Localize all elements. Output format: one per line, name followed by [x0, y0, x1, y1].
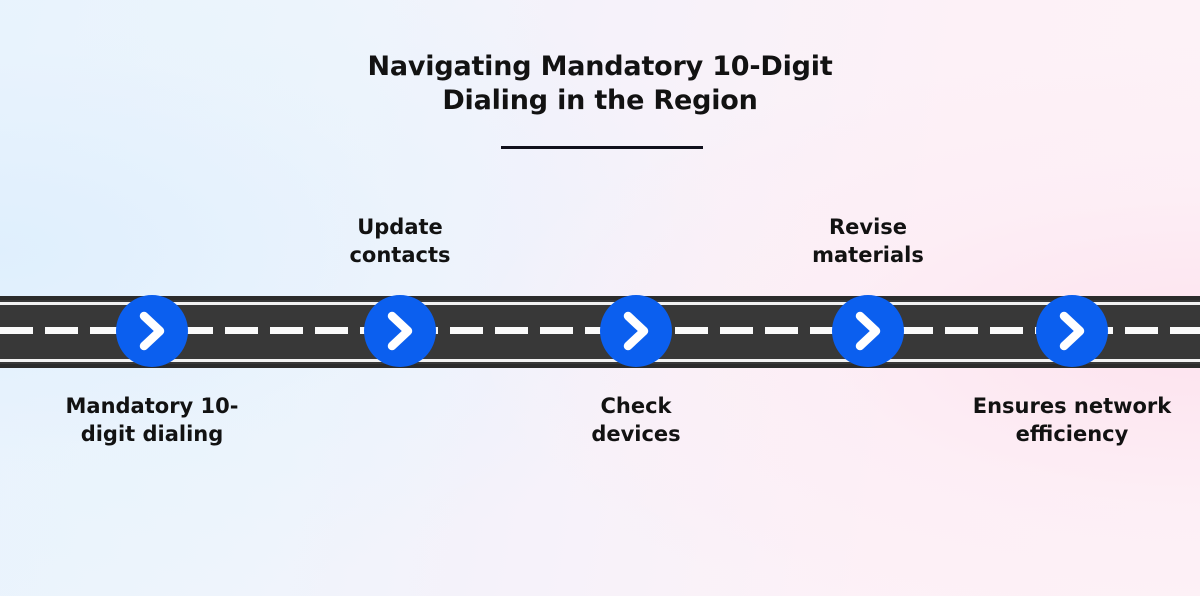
- road-shoulder-top: [0, 296, 1200, 300]
- chevron-right-icon: [364, 295, 436, 367]
- milestone-marker-1[interactable]: [116, 295, 188, 367]
- title-line-1: Navigating Mandatory 10-Digit: [367, 51, 833, 82]
- step-label-1: Mandatory 10-digit dialing: [65, 394, 239, 446]
- milestone-marker-5[interactable]: [1036, 295, 1108, 367]
- chevron-right-icon: [832, 295, 904, 367]
- road-shoulder-bottom: [0, 364, 1200, 368]
- road-edge-line-top: [0, 302, 1200, 305]
- chevron-right-icon: [1036, 295, 1108, 367]
- road-edge-line-bottom: [0, 359, 1200, 362]
- title-line-2: Dialing in the Region: [442, 85, 758, 116]
- milestone-marker-4[interactable]: [832, 295, 904, 367]
- milestone-marker-3[interactable]: [600, 295, 672, 367]
- chevron-right-icon: [116, 295, 188, 367]
- chevron-right-icon: [600, 295, 672, 367]
- title-underline-divider: [501, 146, 703, 149]
- milestone-marker-2[interactable]: [364, 295, 436, 367]
- page-title: Navigating Mandatory 10-Digit Dialing in…: [0, 50, 1200, 118]
